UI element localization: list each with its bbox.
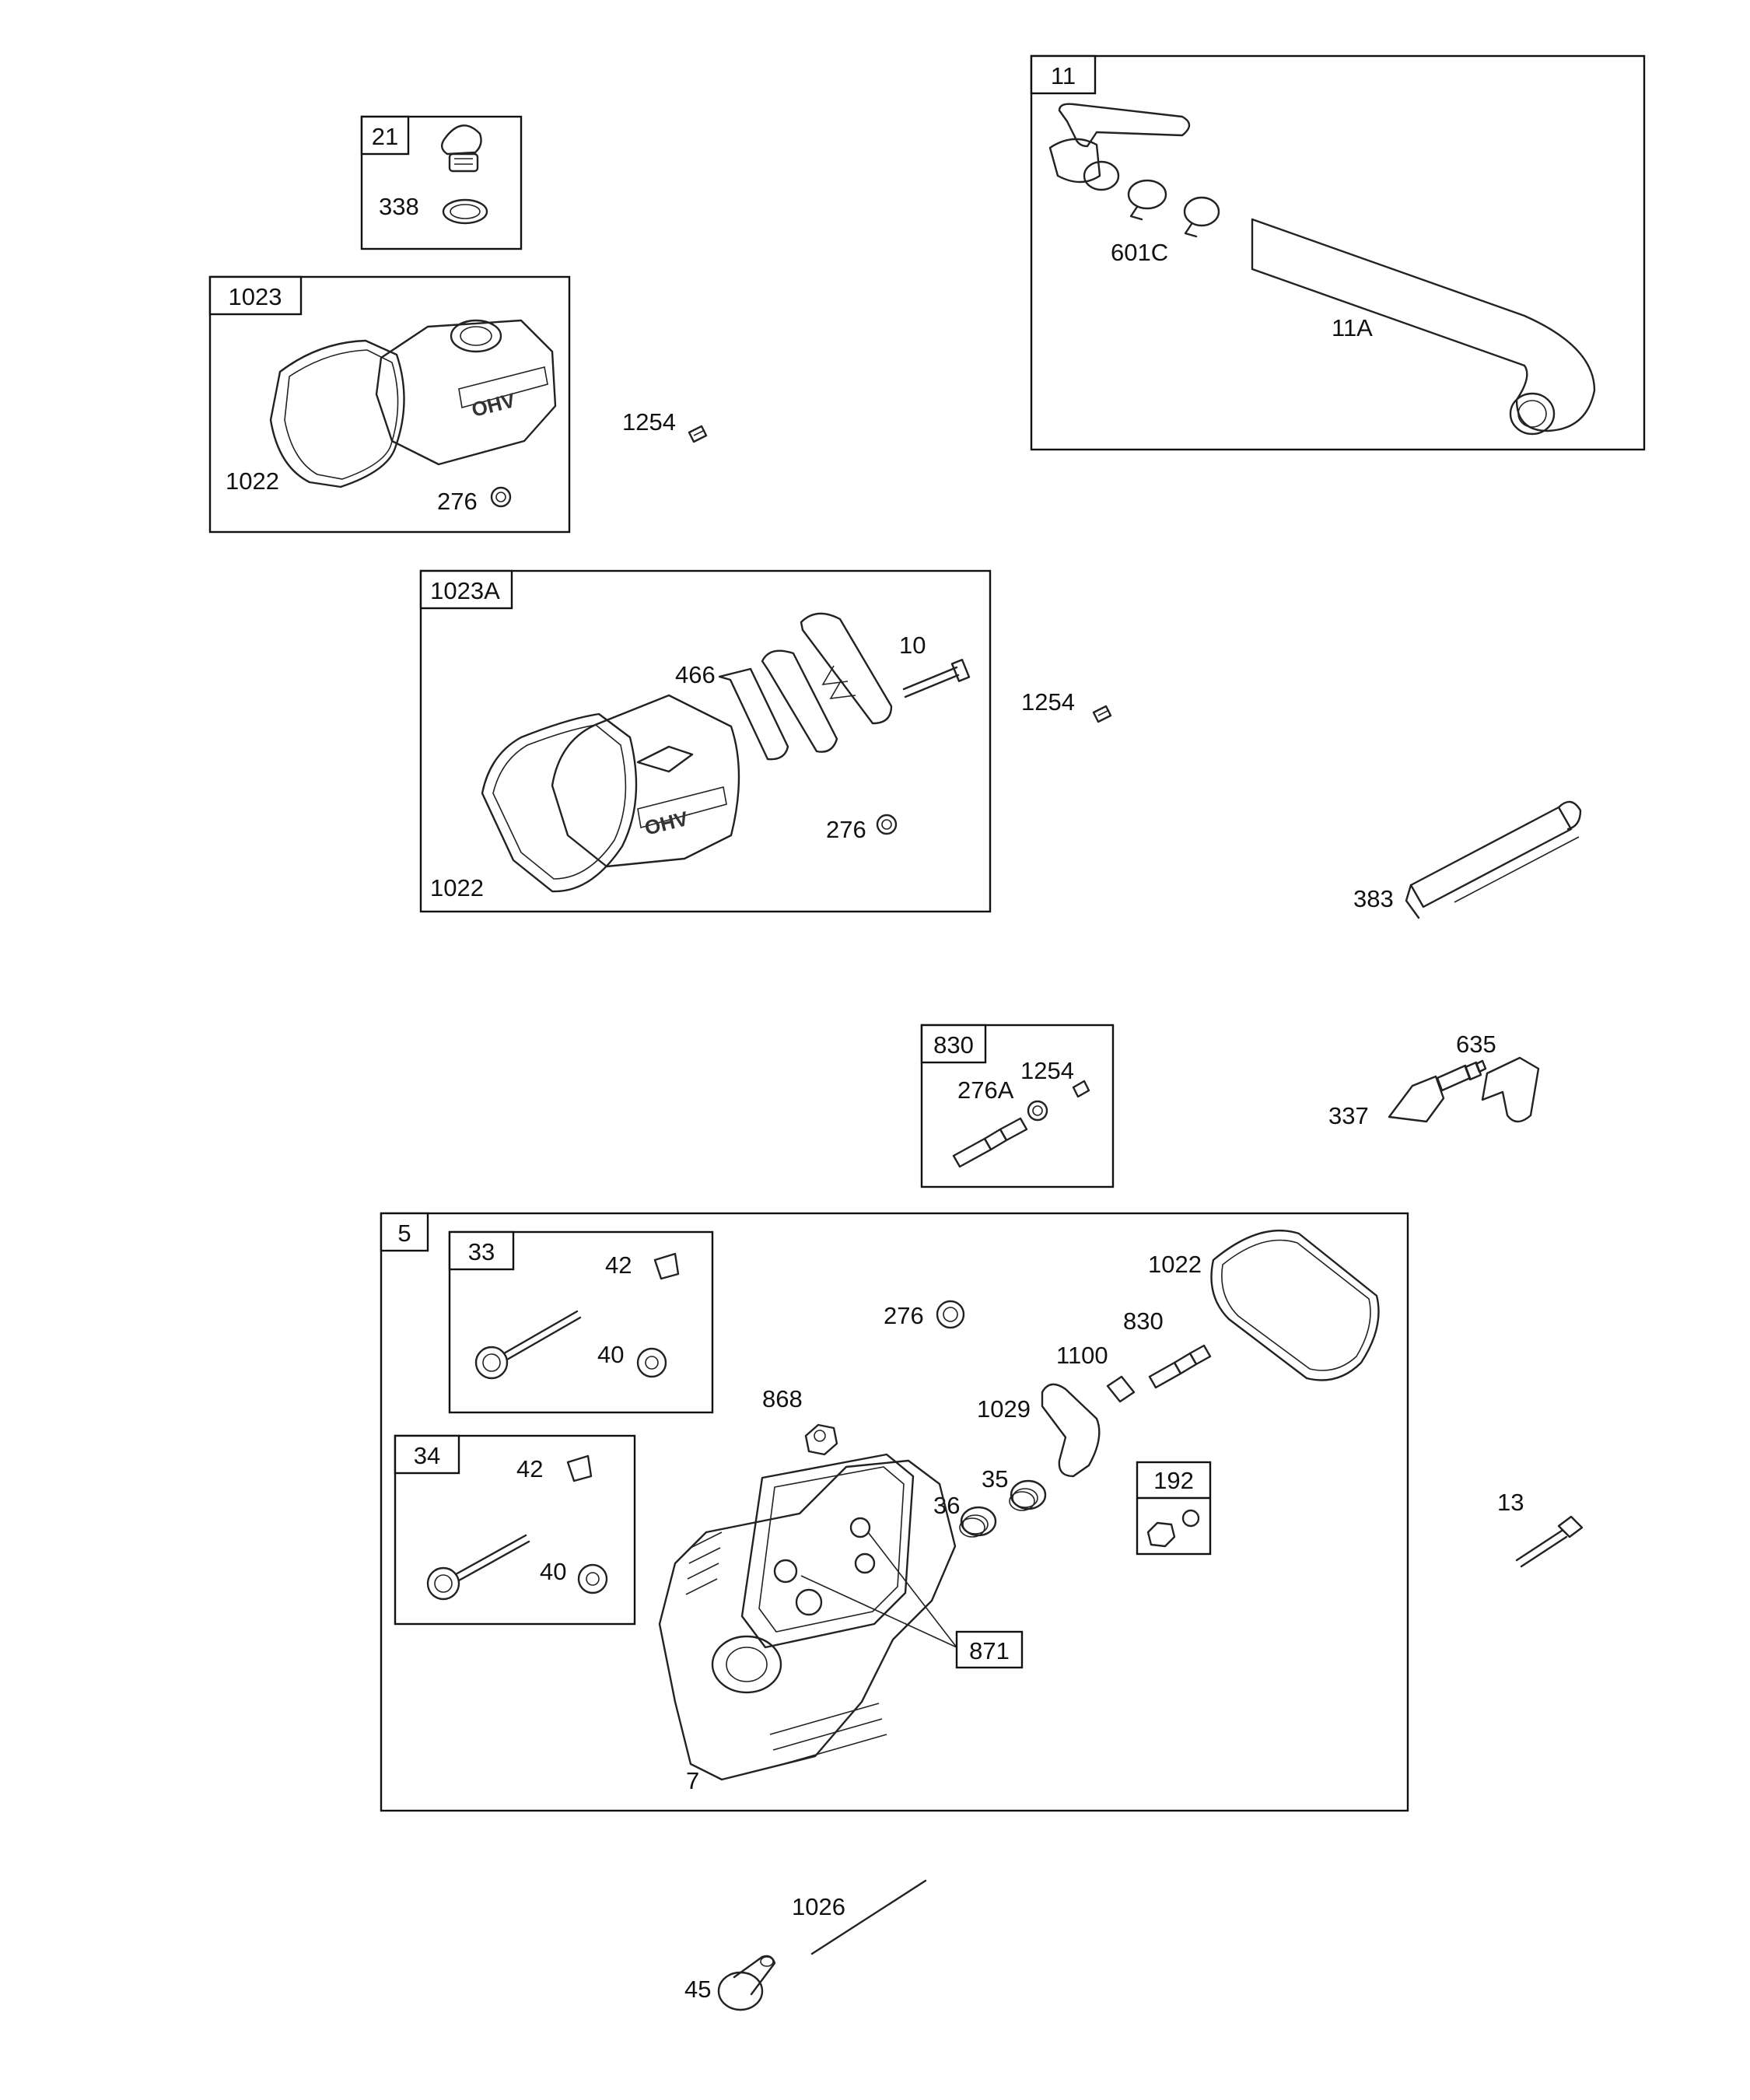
group-5[interactable]: 5 33 42 40 34: [380, 1212, 1409, 1812]
group-1023[interactable]: 1023 OHV 1022 276: [208, 275, 571, 534]
part-label-1100: 1100: [1056, 1342, 1108, 1369]
valve-retainer-34: [577, 1563, 608, 1594]
breather-elbow: [1048, 103, 1191, 191]
part-label-601c: 601C: [1111, 239, 1168, 266]
rocker-arm: [1041, 1383, 1101, 1478]
group-33[interactable]: 33 42 40: [448, 1230, 714, 1414]
valve-cover-gasket-head: [1210, 1229, 1380, 1381]
rocker-pivot: [1106, 1375, 1136, 1403]
part-label-383: 383: [1353, 885, 1394, 912]
washer-192: [1181, 1509, 1200, 1528]
valve-keeper-34: [566, 1454, 593, 1482]
group-21-label: 21: [372, 123, 398, 150]
svg-text:OHV: OHV: [469, 388, 518, 422]
screw-1254-mid[interactable]: 1254: [1021, 688, 1112, 723]
part-label-1022-head: 1022: [1148, 1251, 1202, 1278]
part-label-45: 45: [684, 1976, 711, 2003]
hose-clamp-1: [1127, 179, 1167, 221]
group-11-label: 11: [1051, 62, 1076, 89]
svg-text:OHV: OHV: [642, 807, 691, 840]
group-34[interactable]: 34 42 40: [394, 1434, 636, 1626]
part-label-42-33: 42: [605, 1251, 632, 1279]
valve-cover: OHV: [375, 319, 557, 466]
oil-cap-seal-ring: [442, 198, 488, 225]
valve-spring-35: [1009, 1479, 1047, 1511]
valve-keeper-33: [653, 1252, 680, 1280]
part-label-276-mid: 276: [826, 816, 866, 843]
rocker-stud-head: [1148, 1344, 1212, 1389]
breather-bolt: [902, 659, 971, 698]
part-label-635: 635: [1456, 1031, 1496, 1058]
group-830-label: 830: [933, 1031, 974, 1059]
rocker-stud: [952, 1117, 1028, 1168]
group-192-label: 192: [1153, 1467, 1194, 1494]
valve-cover-gasket-a: [481, 712, 638, 893]
stud-nut: [1027, 1100, 1048, 1122]
part-label-1022-mid: 1022: [430, 874, 484, 901]
group-34-label: 34: [414, 1442, 440, 1469]
washer-276: [936, 1300, 965, 1329]
part-label-11a: 11A: [1332, 314, 1373, 341]
part-label-276a: 276A: [957, 1076, 1014, 1104]
part-label-276-top: 276: [437, 488, 478, 515]
spark-plug-wrench[interactable]: 383: [1353, 800, 1582, 919]
spark-plug-boot[interactable]: 635: [1456, 1031, 1540, 1123]
part-label-13: 13: [1497, 1489, 1524, 1516]
valve-cover-nut-a: [876, 814, 898, 835]
valve-cover-a: OHV: [551, 694, 740, 868]
part-label-7: 7: [686, 1767, 699, 1794]
valve-retainer-33: [636, 1347, 667, 1378]
group-830[interactable]: 830 276A 1254: [920, 1024, 1115, 1188]
group-21[interactable]: 21 338: [360, 115, 523, 250]
screw-1254-top[interactable]: 1254: [622, 408, 708, 443]
part-label-1254-mid: 1254: [1021, 688, 1075, 716]
part-label-10: 10: [899, 632, 926, 659]
group-1023-label: 1023: [229, 283, 282, 310]
part-label-40-33: 40: [597, 1341, 624, 1368]
group-1023a[interactable]: 1023A OHV 466 10 276 1022: [419, 569, 992, 913]
group-1023a-label: 1023A: [430, 577, 500, 604]
group-5-label: 5: [397, 1220, 411, 1247]
part-label-830-head: 830: [1123, 1307, 1164, 1335]
valve-spring-36: [959, 1506, 997, 1538]
part-label-466: 466: [675, 661, 716, 688]
stud-screw: [1072, 1080, 1090, 1098]
part-label-35: 35: [982, 1465, 1008, 1493]
breather-plate: [761, 649, 838, 753]
valve-tappet[interactable]: 45: [684, 1955, 776, 2011]
group-192[interactable]: 192: [1136, 1461, 1212, 1556]
group-33-label: 33: [468, 1238, 495, 1265]
push-rod[interactable]: 1026: [792, 1879, 927, 1955]
part-label-1029: 1029: [977, 1395, 1031, 1423]
part-label-42-34: 42: [516, 1455, 543, 1482]
callout-871: 871: [800, 1531, 1024, 1669]
oil-cap-part: [441, 124, 482, 173]
hose-clamp-2: [1183, 196, 1220, 238]
part-label-1026: 1026: [792, 1893, 845, 1920]
part-label-337: 337: [1328, 1102, 1369, 1129]
part-label-40-34: 40: [540, 1558, 566, 1585]
spark-plug[interactable]: 337: [1328, 1059, 1487, 1129]
part-label-276-head: 276: [884, 1302, 924, 1329]
breather-gasket: [718, 667, 789, 761]
part-label-1022-top: 1022: [226, 467, 279, 495]
nut-192: [1146, 1521, 1176, 1548]
group-11[interactable]: 11 601C 11A: [1030, 54, 1646, 451]
intake-valve: [426, 1534, 530, 1601]
breather-hose: [1251, 218, 1596, 432]
exhaust-valve: [474, 1310, 582, 1380]
valve-cover-gasket: [269, 339, 405, 488]
part-label-1254-top: 1254: [622, 408, 676, 436]
part-label-1254-low: 1254: [1020, 1057, 1074, 1084]
cylinder-head: [658, 1453, 957, 1781]
valve-cover-nut: [490, 486, 512, 508]
part-label-871: 871: [969, 1637, 1010, 1664]
breather-cover: [800, 612, 893, 725]
rocker-nut: [804, 1423, 838, 1456]
part-label-338: 338: [379, 193, 419, 220]
head-bolt[interactable]: 13: [1497, 1489, 1584, 1568]
part-label-868: 868: [762, 1385, 803, 1412]
